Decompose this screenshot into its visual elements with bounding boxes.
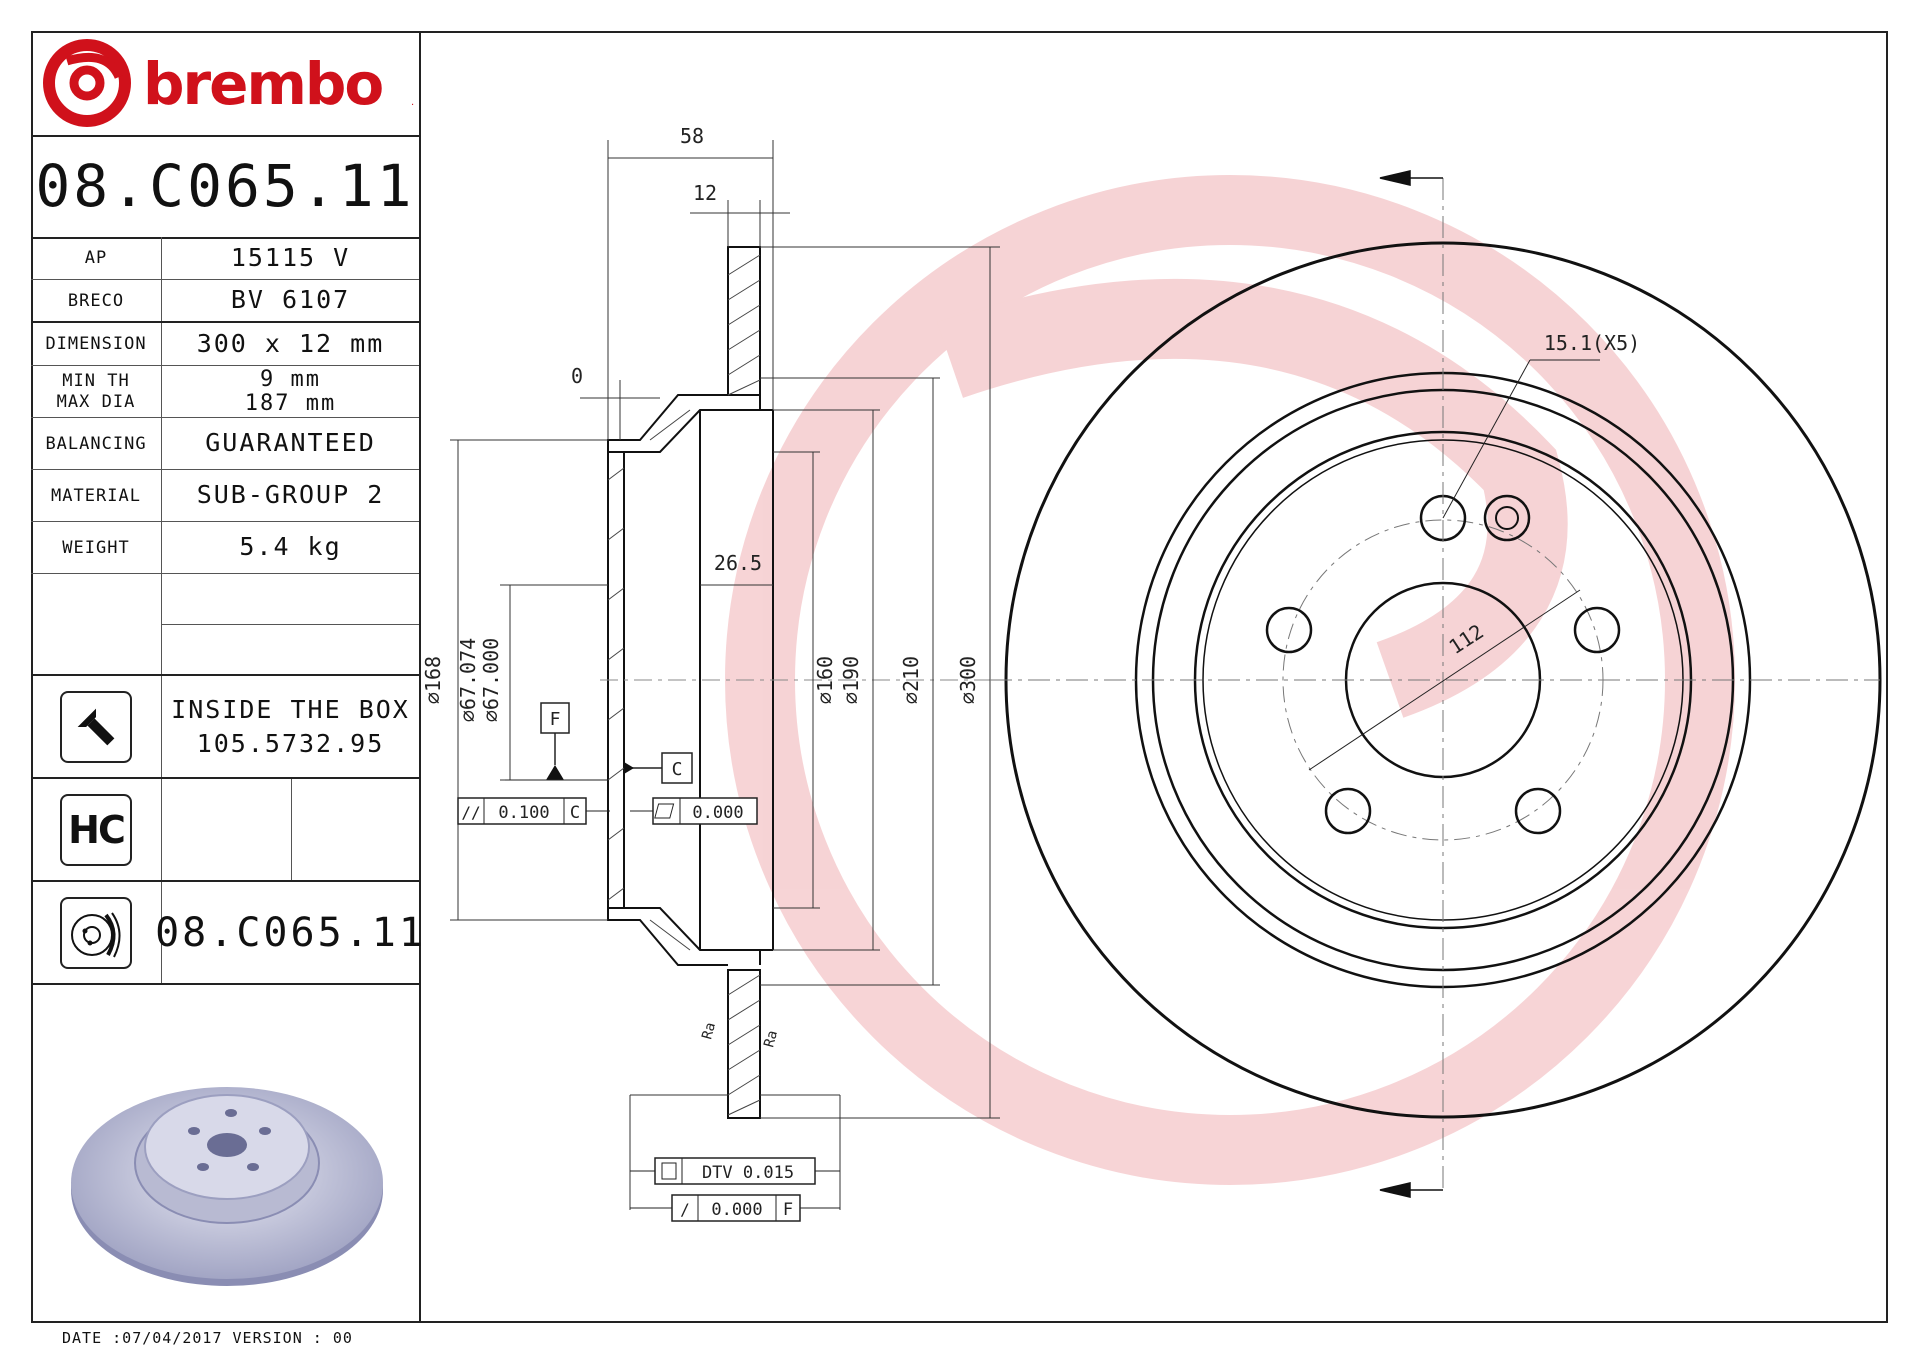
inside-the-box-row: INSIDE THE BOX 105.5732.95 [31, 676, 419, 779]
inside-box-title: INSIDE THE BOX [171, 694, 410, 724]
dim-d300: ∅300 [956, 656, 980, 704]
bolt-hole-5 [1265, 606, 1313, 654]
spec-value: BV 6107 [230, 285, 351, 315]
spec-key: WEIGHT [31, 522, 162, 573]
hc-row: HC [31, 779, 419, 882]
spec-row-empty [31, 574, 419, 676]
svg-text:0.000: 0.000 [692, 803, 743, 823]
spec-row-min-max: MIN TH MAX DIA 9 mm 187 mm [31, 366, 419, 418]
spec-value: 300 x 12 mm [196, 328, 385, 358]
spec-key: AP [31, 237, 162, 279]
spec-key: MIN TH MAX DIA [31, 366, 162, 417]
locating-hole-inner [1495, 506, 1519, 530]
footer-date-version: DATE :07/04/2017 VERSION : 00 [62, 1329, 353, 1347]
product-image [31, 985, 419, 1321]
dim-d160: ∅160 [813, 656, 837, 704]
datum-c: C [624, 752, 693, 784]
surface-finish-b: Ra [761, 1029, 781, 1049]
dim-d210: ∅210 [899, 656, 923, 704]
dim-d168: ∅168 [421, 656, 445, 704]
screw-icon [60, 690, 132, 763]
brembo-logo: brembo . [31, 31, 419, 137]
part-number-title: 08.C065.11 [31, 135, 419, 239]
spec-key: MATERIAL [31, 470, 162, 521]
kit-icon-cell [31, 882, 162, 983]
svg-text://: // [461, 803, 480, 822]
surface-finish-a: Ra [699, 1021, 719, 1041]
svg-text:F: F [550, 709, 561, 730]
dim-total-width: 58 [680, 124, 704, 148]
tolerance-dtv: DTV 0.015 [630, 1157, 840, 1185]
dim-center-bore-min: ∅67.000 [479, 638, 503, 722]
locating-hole [1483, 494, 1531, 542]
tolerance-parallelism: // 0.100 C [457, 797, 610, 825]
friction-ring-bottom [727, 969, 761, 1119]
svg-text:0.100: 0.100 [498, 803, 549, 823]
spec-row-breco: BRECO BV 6107 [31, 280, 419, 323]
svg-text:F: F [783, 1200, 793, 1220]
svg-text:DTV 0.015: DTV 0.015 [702, 1163, 794, 1183]
spec-value: SUB-GROUP 2 [196, 480, 385, 510]
spec-row-dimension: DIMENSION 300 x 12 mm [31, 323, 419, 366]
kit-part-number: 08.C065.11 [155, 909, 426, 956]
spec-value: 5.4 kg [239, 532, 342, 562]
section-hatching [607, 254, 761, 1116]
dim-thickness: 12 [693, 181, 717, 205]
spec-key-min-th: MIN TH [62, 371, 130, 392]
disc-and-pads-icon [60, 896, 132, 969]
spec-row-weight: WEIGHT 5.4 kg [31, 522, 419, 574]
inside-box-icon-cell [31, 676, 162, 777]
dim-center-bore-max: ∅67.074 [456, 638, 480, 722]
bolt-hole-3 [1514, 787, 1562, 835]
bolt-hole-2 [1573, 606, 1621, 654]
dim-offset: 0 [571, 364, 583, 388]
spec-row-balancing: BALANCING GUARANTEED [31, 418, 419, 470]
kit-row: 08.C065.11 [31, 882, 423, 985]
spec-value-min-th: 9 mm [260, 367, 321, 393]
tolerance-flatness: 0.000 [630, 797, 758, 825]
svg-text:0.000: 0.000 [711, 1200, 762, 1220]
datum-f: F [505, 702, 608, 781]
section-arrows [1379, 170, 1443, 1198]
title-block: brembo . 08.C065.11 AP 15115 V BRECO BV … [31, 31, 423, 1323]
hc-icon-cell: HC [31, 779, 162, 880]
inside-box-code: 105.5732.95 [196, 728, 385, 758]
spec-key: DIMENSION [31, 323, 162, 365]
svg-text:C: C [672, 759, 683, 780]
spec-row-ap: AP 15115 V [31, 237, 419, 280]
brembo-wordmark: brembo [143, 50, 382, 118]
spec-key: BRECO [31, 280, 162, 321]
spec-value: 9 mm 187 mm [162, 366, 419, 417]
svg-text:/: / [680, 1200, 690, 1219]
hc-badge-icon: HC [60, 793, 132, 866]
front-view-axes [990, 178, 1880, 1190]
spec-value: GUARANTEED [205, 428, 376, 458]
hc-badge-text: HC [68, 807, 126, 852]
brembo-mark-icon [43, 39, 131, 127]
spec-value-max-dia: 187 mm [244, 390, 337, 416]
spec-key: BALANCING [31, 418, 162, 469]
pcd-dimension [1308, 359, 1600, 771]
svg-text:.: . [411, 97, 414, 108]
dim-d190: ∅190 [839, 656, 863, 704]
dimension-lines [450, 140, 1000, 1210]
svg-text:C: C [570, 803, 580, 823]
spec-key-max-dia: MAX DIA [56, 391, 136, 412]
spec-row-material: MATERIAL SUB-GROUP 2 [31, 470, 419, 522]
bolt-hole-label: 15.1(X5) [1544, 331, 1640, 355]
spec-value: 15115 V [230, 242, 351, 272]
drawing-sheet-border [31, 31, 1888, 1323]
dim-hat-depth: 26.5 [714, 551, 762, 575]
tolerance-runout: / 0.000 F [630, 1194, 840, 1222]
bolt-hole-4 [1324, 787, 1372, 835]
